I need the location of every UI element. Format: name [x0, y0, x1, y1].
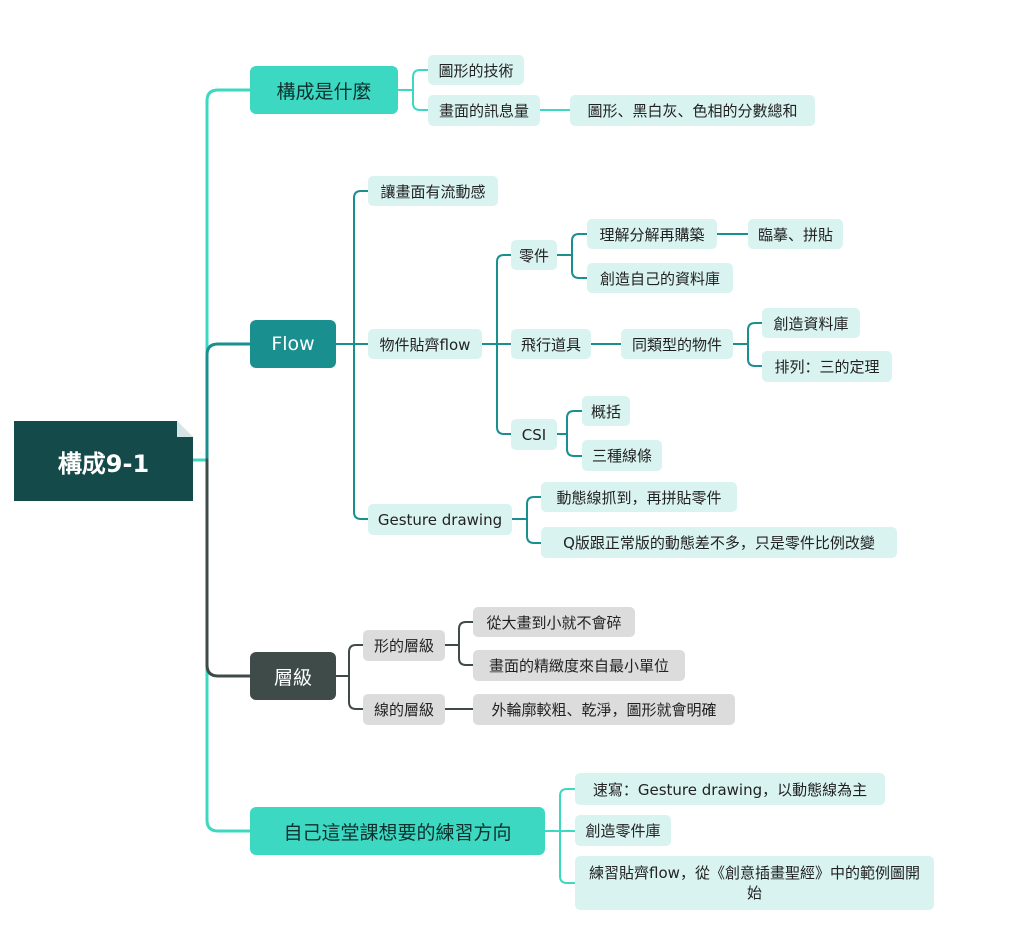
node-same-type[interactable]: 同類型的物件 — [621, 329, 733, 359]
node-gesture-drawing[interactable]: Gesture drawing — [368, 504, 512, 535]
node-csi[interactable]: CSI — [511, 419, 557, 450]
branch-label: 構成是什麼 — [276, 80, 372, 103]
branch-what-is-composition[interactable]: 構成是什麼 — [250, 66, 398, 114]
node-flying-props[interactable]: 飛行道具 — [511, 329, 591, 359]
node-create-database[interactable]: 創造資料庫 — [762, 308, 860, 338]
branch-practice-direction[interactable]: 自己這堂課想要的練習方向 — [250, 807, 545, 855]
node-parts[interactable]: 零件 — [511, 240, 557, 270]
branch-label: 層級 — [273, 666, 312, 689]
root-label: 構成9-1 — [57, 449, 150, 478]
node-sketch-gesture[interactable]: 速寫：Gesture drawing，以動態線為主 — [575, 773, 885, 805]
node-copy-collage[interactable]: 臨摹、拼貼 — [748, 219, 843, 249]
branch-flow[interactable]: Flow — [250, 320, 336, 368]
node-own-database[interactable]: 創造自己的資料庫 — [587, 263, 733, 293]
node-summarize[interactable]: 概括 — [582, 396, 630, 426]
node-smallest-unit[interactable]: 畫面的精緻度來自最小單位 — [473, 650, 685, 681]
branch-hierarchy[interactable]: 層級 — [250, 652, 336, 700]
branch-label: Flow — [271, 333, 315, 355]
node-score-sum[interactable]: 圖形、黑白灰、色相的分數總和 — [570, 95, 815, 126]
node-rule-of-three[interactable]: 排列：三的定理 — [762, 351, 892, 382]
node-graphic-technique[interactable]: 圖形的技術 — [428, 55, 524, 85]
node-understand-rebuild[interactable]: 理解分解再購築 — [587, 219, 717, 249]
node-shape-hierarchy[interactable]: 形的層級 — [363, 630, 445, 661]
node-line-hierarchy[interactable]: 線的層級 — [363, 694, 445, 725]
node-information-amount[interactable]: 畫面的訊息量 — [428, 95, 540, 126]
node-big-to-small[interactable]: 從大畫到小就不會碎 — [473, 607, 635, 637]
node-three-lines[interactable]: 三種線條 — [582, 440, 662, 471]
node-practice-align-flow[interactable]: 練習貼齊flow，從《創意插畫聖經》中的範例圖開始 — [575, 856, 934, 910]
node-align-flow[interactable]: 物件貼齊flow — [368, 329, 482, 359]
branch-label: 自己這堂課想要的練習方向 — [283, 821, 512, 844]
node-flow-feel[interactable]: 讓畫面有流動感 — [368, 176, 498, 206]
node-parts-library[interactable]: 創造零件庫 — [575, 815, 671, 846]
node-gesture-line-collage[interactable]: 動態線抓到，再拼貼零件 — [541, 482, 737, 512]
node-outline-thick[interactable]: 外輪廓較粗、乾淨，圖形就會明確 — [473, 694, 735, 725]
root-node[interactable]: 構成9-1 — [14, 421, 193, 501]
page-fold-icon — [177, 421, 193, 437]
node-chibi-proportion[interactable]: Q版跟正常版的動態差不多，只是零件比例改變 — [541, 527, 897, 558]
